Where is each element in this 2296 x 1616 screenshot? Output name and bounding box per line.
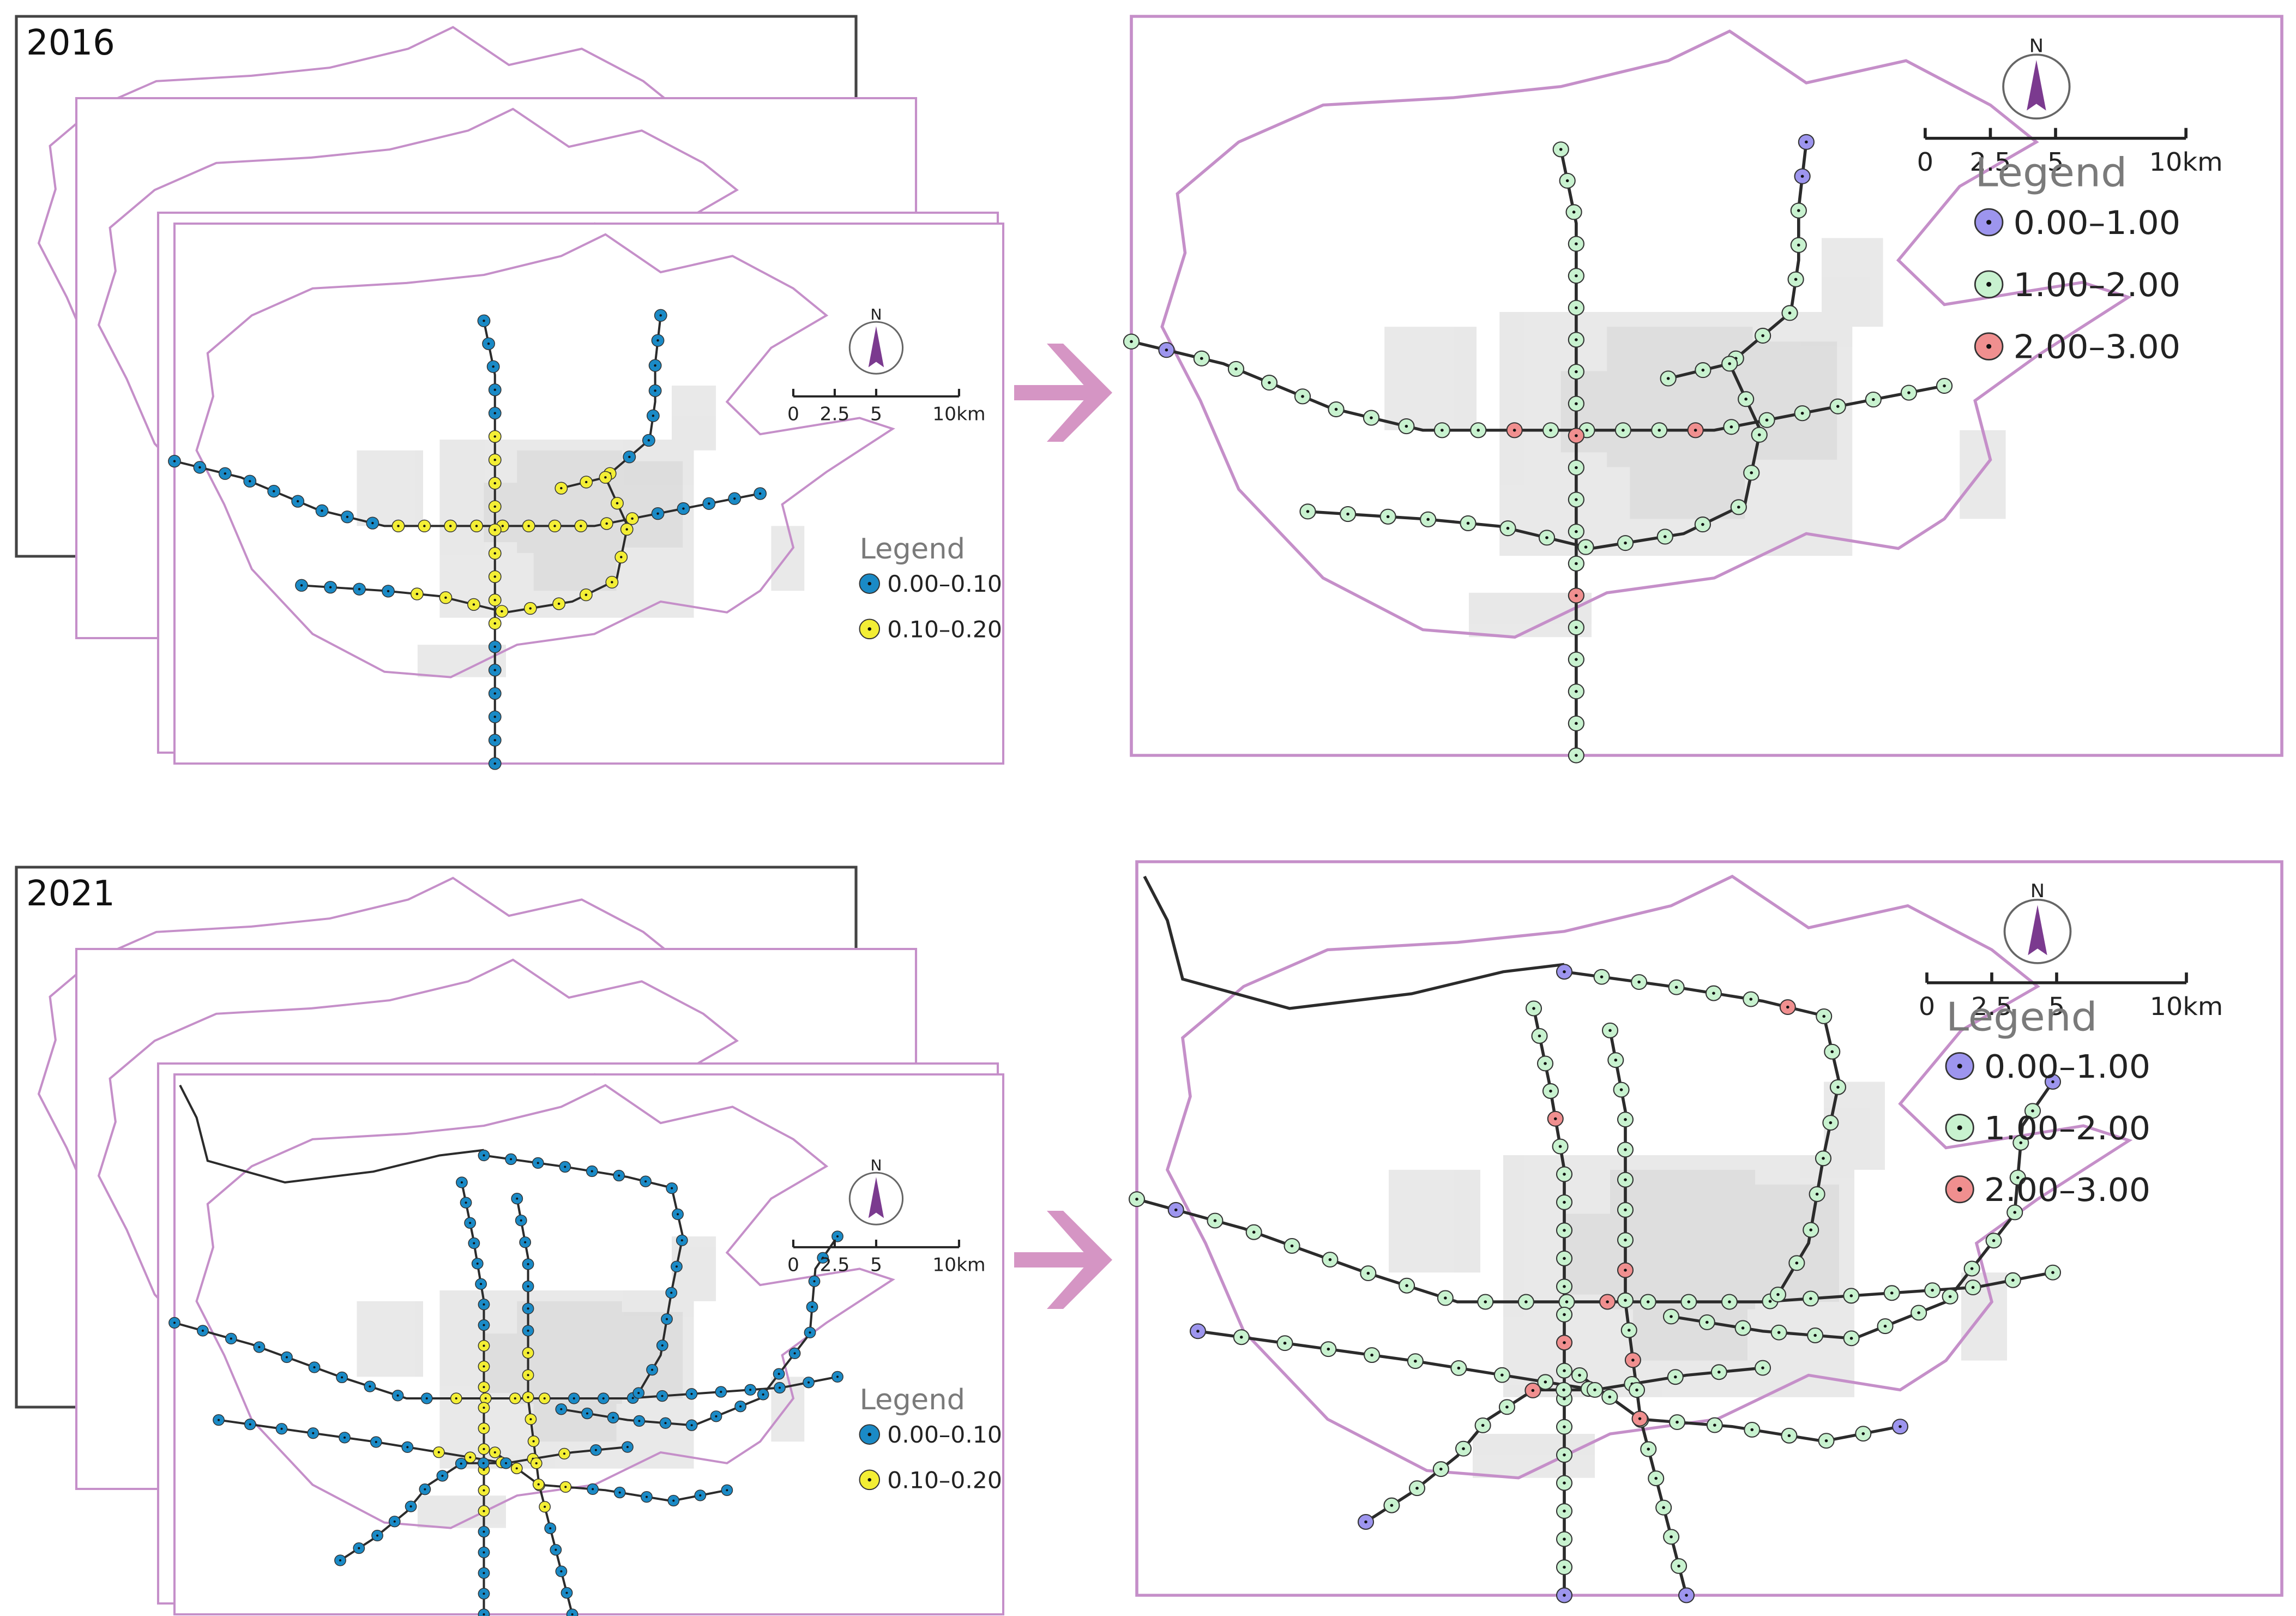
station-marker	[566, 1608, 578, 1616]
legend-item-label: 0.10–0.20	[887, 616, 1002, 642]
scale-tick-label: 0	[1917, 148, 1933, 177]
scale-tick-label: 0	[787, 404, 799, 425]
legend: Legend 0.00–0.10 0.10–0.20	[859, 1384, 1002, 1493]
scale-tick-label: 2.5	[820, 404, 850, 425]
rail-line	[1143, 875, 1565, 1010]
scale-bar: 0 2.5 5 10km	[1917, 128, 2223, 177]
legend-item-label: 0.00–0.10	[887, 1422, 1002, 1448]
legend-title: Legend	[1975, 149, 2127, 196]
scale-tick-label: 2.5	[820, 1254, 850, 1276]
legend-item-label: 1.00–2.00	[1984, 1110, 2150, 1148]
legend: Legend 0.00–1.00 1.00–2.00 2.00–3.00	[1974, 149, 2180, 367]
panel-2016-result: N 0 2.5 5 10km Legend 0.00–1.00 1.00–2.00 2.00–3…	[1123, 15, 2283, 764]
rail-line	[339, 1462, 506, 1561]
scale-tick-label: 10km	[2149, 148, 2223, 177]
right-arrow-icon	[1014, 344, 1112, 442]
scale-bar: 0 2.5 5 10km	[787, 1239, 986, 1276]
rail-line	[179, 1084, 484, 1184]
scale-bar: 0 2.5 5 10km	[1919, 972, 2223, 1022]
rail-line	[494, 1451, 727, 1503]
north-label: N	[2030, 880, 2045, 902]
scale-tick-label: 2.5	[1969, 148, 2011, 177]
right-arrow-icon	[1014, 1211, 1112, 1309]
scale-tick-label: 5	[2048, 993, 2065, 1022]
north-label: N	[2029, 35, 2044, 57]
rail-line	[1365, 1388, 1595, 1523]
legend-title: Legend	[860, 533, 966, 565]
scale-tick-label: 10km	[932, 404, 985, 425]
north-label: N	[870, 306, 882, 324]
legend-item-label: 2.00–3.00	[1984, 1172, 2150, 1209]
scale-tick-label: 10km	[2150, 993, 2223, 1022]
panel-2016-result-boundary	[1160, 29, 2132, 639]
scale-tick-label: 2.5	[1971, 993, 2012, 1022]
legend-title: Legend	[860, 1384, 966, 1416]
legend-title: Legend	[1946, 994, 2098, 1040]
scale-tick-label: 0	[787, 1254, 799, 1276]
legend-item-label: 0.10–0.20	[887, 1467, 1002, 1493]
scale-tick-label: 0	[1919, 993, 1935, 1022]
panel-2021-result-boundary	[1165, 874, 2133, 1480]
year-label: 2021	[26, 874, 115, 914]
north-arrow-icon: N	[2002, 35, 2071, 120]
north-arrow-icon: N	[2003, 880, 2072, 964]
north-arrow-icon: N	[848, 1157, 904, 1225]
scale-tick-label: 5	[870, 1254, 882, 1276]
legend: Legend 0.00–0.10 0.10–0.20	[859, 533, 1002, 642]
panel-2021-result: N 0 2.5 5 10km Legend 0.00–1.00 1.00–2.00 2.00–3…	[1128, 860, 2283, 1603]
legend-item-label: 1.00–2.00	[2014, 267, 2180, 304]
north-label: N	[870, 1157, 882, 1175]
north-arrow-icon: N	[848, 306, 904, 375]
scale-tick-label: 5	[2047, 148, 2064, 177]
legend-item-label: 0.00–1.00	[1984, 1048, 2150, 1086]
legend-item-label: 2.00–3.00	[2014, 329, 2180, 367]
legend: Legend 0.00–1.00 1.00–2.00 2.00–3.00	[1945, 994, 2150, 1209]
rail-line	[1578, 1374, 1901, 1443]
scale-bar: 0 2.5 5 10km	[787, 388, 986, 425]
legend-item-label: 0.00–0.10	[887, 571, 1002, 597]
year-label: 2016	[26, 23, 115, 63]
scale-tick-label: 5	[870, 404, 882, 425]
station-marker	[478, 1608, 490, 1616]
legend-item-label: 0.00–1.00	[2014, 205, 2180, 242]
scale-tick-label: 10km	[932, 1254, 985, 1276]
